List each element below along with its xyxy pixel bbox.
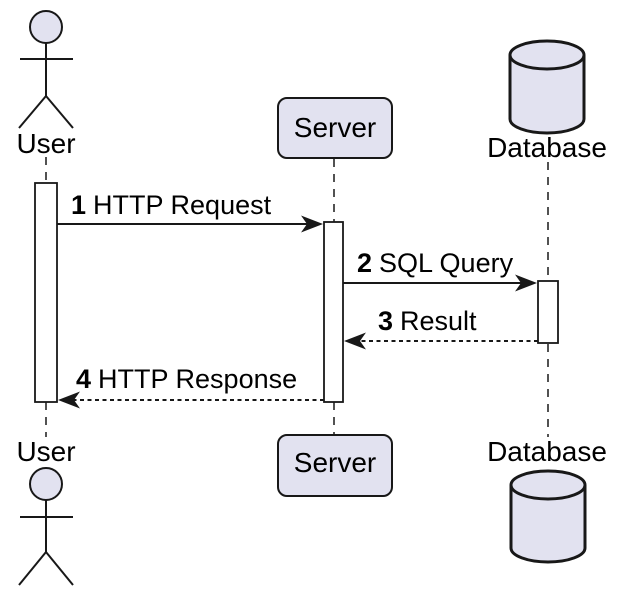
message-4-text: HTTP Response (98, 364, 298, 394)
message-3-text: Result (400, 306, 477, 336)
participant-label-user-bottom: User (16, 436, 76, 467)
participant-label-server-top: Server (293, 112, 377, 143)
participant-label-database-bottom: Database (487, 436, 607, 467)
server-box-bottom (277, 434, 393, 497)
participant-label-database-top: Database (487, 132, 607, 163)
arrowhead-right (301, 215, 323, 233)
participant-label-server-bottom: Server (293, 447, 377, 478)
activation-bar-user (34, 182, 58, 403)
message-1-arrow (57, 215, 323, 233)
message-4-seq: 4 (76, 364, 92, 394)
actor-user-bottom-icon (18, 467, 74, 586)
participant-label-user-top: User (16, 128, 76, 159)
actor-user-top-icon (18, 10, 74, 129)
activation-bar-server (323, 221, 344, 403)
message-4-arrow (58, 391, 324, 409)
actor-head (29, 467, 63, 501)
message-2-arrow (343, 274, 537, 292)
message-3-seq: 3 (378, 306, 394, 336)
arrowhead-left (58, 391, 80, 409)
arrowhead-right (515, 274, 537, 292)
database-cylinder-bottom-icon (509, 469, 587, 564)
activation-bar-database (537, 280, 559, 344)
message-3-arrow (344, 332, 538, 350)
server-box-top (277, 97, 393, 159)
message-2-text: SQL Query (379, 248, 514, 278)
actor-head (29, 10, 63, 44)
database-cylinder-top-icon (508, 39, 586, 135)
message-1-text: HTTP Request (93, 190, 272, 220)
arrowhead-left (344, 332, 366, 350)
message-1-seq: 1 (71, 190, 87, 220)
message-2-seq: 2 (357, 248, 373, 278)
